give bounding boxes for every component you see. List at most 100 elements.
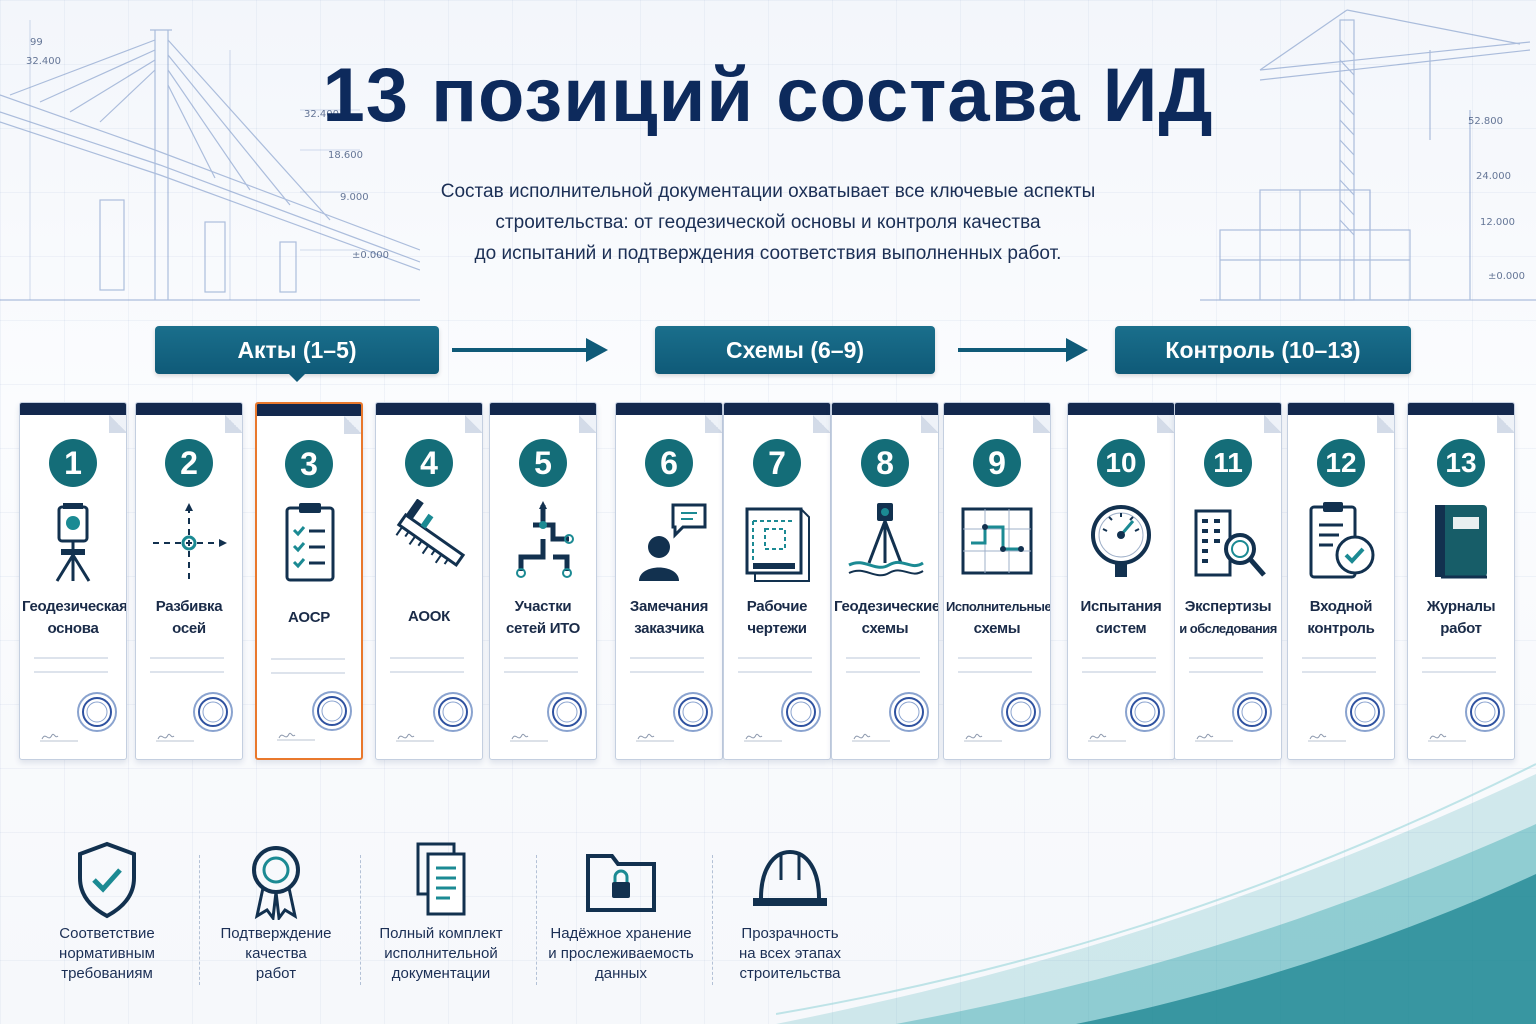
crane-illustration: 52.800 24.000 12.000 ±0.000 [1200,9,1536,301]
card-label: Участки сетей ИТО [492,596,594,640]
card-number: 11 [1204,439,1252,487]
caliper-icon [395,499,466,568]
card-label: Рабочие чертежи [726,596,828,640]
card-header-bar [136,403,242,415]
subtitle-line: Состав исполнительной документации охват… [440,181,1096,202]
card-label-line: схемы [973,620,1021,637]
benefit-text-line: и прослеживаемость [548,945,694,962]
card-header-bar [944,403,1050,415]
card-label: АООК [378,596,480,628]
card-header-bar [1408,403,1514,415]
signature-line [155,733,195,742]
text-placeholder-lines [1189,657,1263,685]
page-fold [1157,415,1174,433]
card-header-bar [490,403,596,415]
doc-card-10[interactable]: 10 Испытания систем [1067,402,1175,760]
text-placeholder-lines [34,657,108,685]
elevation-mark: ±0.000 [1488,271,1525,282]
text-placeholder-lines [504,657,578,685]
text-placeholder-lines [958,657,1032,685]
benefit-text: Полный комплект исполнительной документа… [361,924,521,984]
card-number: 3 [285,440,333,488]
group-banner-acts: Акты (1–5) [155,326,439,382]
benefit-text-line: Полный комплект [379,925,503,942]
card-label: Геодезическая основа [22,596,126,640]
total-station-icon [55,503,91,582]
text-placeholder-lines [846,657,920,685]
doc-card-11[interactable]: 11 Экспертизы и обследования [1174,402,1282,760]
card-number: 7 [753,439,801,487]
page-fold [921,415,938,433]
as-built-scheme-icon [961,507,1033,575]
card-label: АОСР [259,597,359,629]
card-number: 6 [645,439,693,487]
card-number: 12 [1317,439,1365,487]
card-label-line: АОСР [288,609,330,626]
card-header-bar [1175,403,1281,415]
benefit-text: Прозрачность на всех этапах строительств… [710,924,870,984]
elevation-mark: 18.600 [328,150,363,161]
card-label: Замечания заказчика [618,596,720,640]
doc-card-3[interactable]: 3 АОСР [255,402,363,760]
group-banner-control: Контроль (10–13) [1115,326,1411,374]
doc-card-12[interactable]: 12 Входной контроль [1287,402,1395,760]
text-placeholder-lines [271,658,345,686]
benefit-text-line: требованиям [61,965,153,982]
shield-check-icon [78,841,136,919]
benefit-text-line: нормативным [59,945,155,962]
signature-line [39,733,79,742]
card-label-line: заказчика [634,620,704,637]
doc-card-4[interactable]: 4 АООК [375,402,483,760]
stamp-seal-icon [193,692,233,732]
card-number: 10 [1097,439,1145,487]
benefit-text: Надёжное хранение и прослеживаемость дан… [541,924,701,984]
card-label-line: контроль [1307,620,1375,637]
doc-card-7[interactable]: 7 Рабочие чертежи [723,402,831,760]
text-placeholder-lines [630,657,704,685]
benefit-text-line: работ [255,965,297,982]
locked-folder-icon [586,854,656,912]
doc-card-1[interactable]: 1 Геодезическая основа [19,402,127,760]
stamp-seal-icon [433,692,473,732]
benefit-complete-set: Полный комплект исполнительной документа… [361,840,521,984]
card-header-bar [257,404,361,416]
card-header-bar [724,403,830,415]
doc-card-8[interactable]: 8 Геодезические схемы [831,402,939,760]
tripod-survey-icon [848,503,924,577]
benefit-storage: Надёжное хранение и прослеживаемость дан… [541,840,701,984]
doc-card-13[interactable]: 13 Журналы работ [1407,402,1515,760]
card-label-line: Входной [1309,598,1373,615]
doc-card-2[interactable]: 2 Разбивка осей [135,402,243,760]
card-number: 1 [49,439,97,487]
pressure-gauge-icon [1091,505,1151,577]
benefit-divider [536,855,537,985]
card-label-line: схемы [861,620,909,637]
card-label: Экспертизы и обследования [1177,596,1279,640]
page-fold [465,415,482,433]
subtitle-line: строительства: от геодезической основы и… [495,212,1041,233]
card-label-line: Исполнительные [946,599,1051,614]
text-placeholder-lines [390,657,464,685]
card-label-line: Разбивка [155,598,223,615]
group-banner-schemes: Схемы (6–9) [655,326,935,374]
card-label: Испытания систем [1070,596,1172,640]
elevation-mark: 99 [30,37,43,48]
group-label: Контроль (10–13) [1165,337,1361,363]
clipboard-approved-icon [1309,502,1375,579]
doc-card-9[interactable]: 9 Исполнительные схемы [943,402,1051,760]
card-number: 8 [861,439,909,487]
benefit-text: Подтверждение качества работ [196,924,356,984]
doc-card-6[interactable]: 6 Замечания заказчика [615,402,723,760]
page-fold [1377,415,1394,433]
card-label-line: Журналы [1426,598,1496,615]
stamp-seal-icon [1345,692,1385,732]
arrow-right-icon [452,338,608,362]
stamp-seal-icon [312,691,352,731]
card-header-bar [832,403,938,415]
card-number: 4 [405,439,453,487]
page-fold [1033,415,1050,433]
benefit-text-line: Прозрачность [741,925,839,942]
signature-line [851,733,891,742]
card-label: Исполнительные схемы [946,596,1051,640]
doc-card-5[interactable]: 5 Участки сетей ИТО [489,402,597,760]
